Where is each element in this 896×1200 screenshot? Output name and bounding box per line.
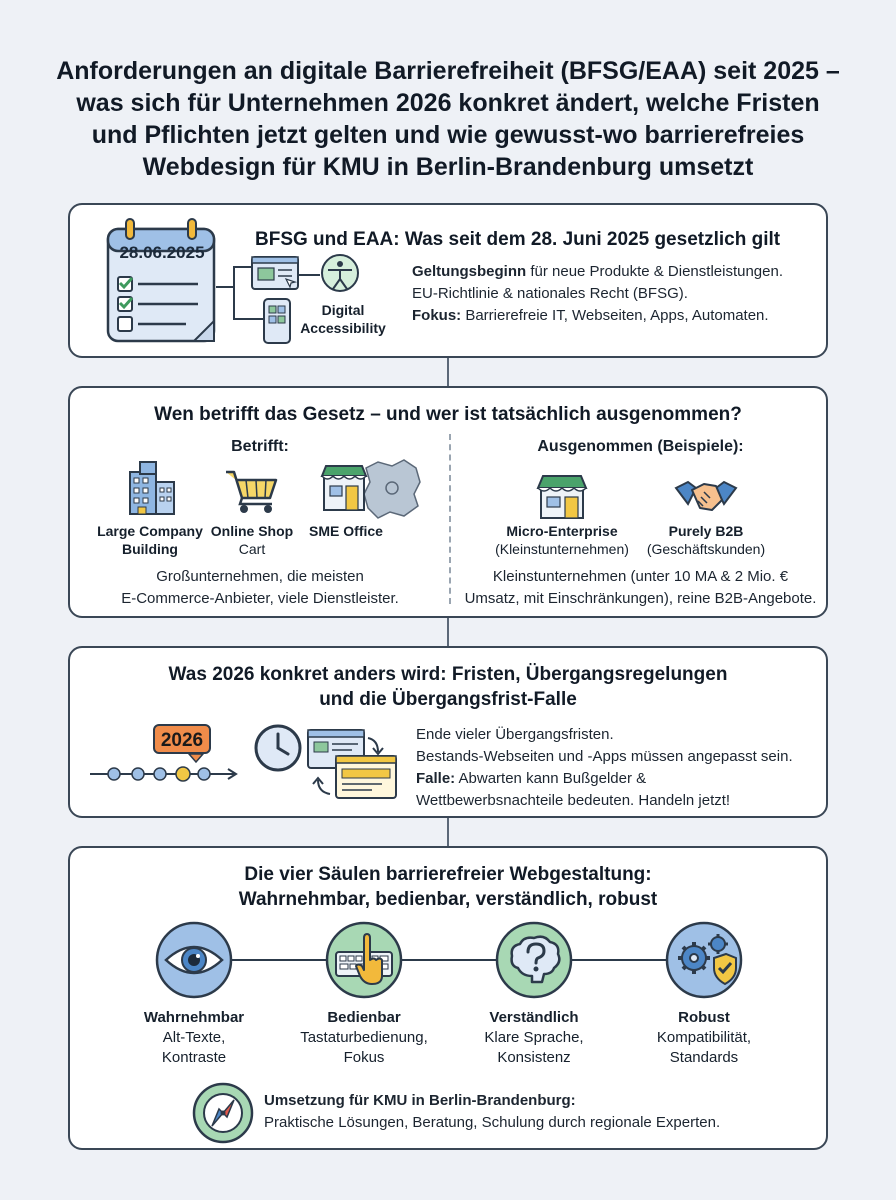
affected-description: Großunternehmen, die meisten E-Commerce-… bbox=[121, 568, 399, 607]
section-scope: Wen betrifft das Gesetz – und wer ist ta… bbox=[68, 386, 828, 618]
affected-item-sme-office: SME Office bbox=[309, 523, 383, 539]
cart-icon bbox=[226, 470, 278, 513]
connector-line bbox=[447, 618, 449, 646]
storefront-icon bbox=[536, 475, 588, 519]
section3-title: Was 2026 konkret anders wird: Fristen, Ü… bbox=[168, 664, 728, 710]
handshake-icon bbox=[674, 480, 738, 511]
brain-question-icon bbox=[495, 921, 573, 999]
affected-item-large-company: Large Company Building bbox=[97, 523, 203, 557]
digital-accessibility-label: Digital Accessibility bbox=[300, 302, 386, 336]
eye-icon bbox=[155, 921, 233, 999]
device-tree-icon bbox=[216, 254, 359, 344]
section1-title: BFSG und EAA: Was seit dem 28. Juni 2025… bbox=[255, 229, 781, 250]
compass-icon bbox=[192, 1082, 254, 1144]
affected-item-online-shop: Online Shop Cart bbox=[210, 523, 294, 557]
calendar-date: 28.06.2025 bbox=[119, 243, 205, 262]
timeline-icon bbox=[90, 753, 238, 782]
shop-map-icon bbox=[320, 459, 421, 519]
affected-heading: Betrifft: bbox=[231, 438, 289, 455]
section-four-pillars: Die vier Säulen barrierefreier Webgestal… bbox=[68, 846, 828, 1150]
section4-footer: Umsetzung für KMU in Berlin-Brandenburg:… bbox=[264, 1092, 721, 1131]
section2-title: Wen betrifft das Gesetz – und wer ist ta… bbox=[154, 404, 742, 425]
section-2026-changes: Was 2026 konkret anders wird: Fristen, Ü… bbox=[68, 646, 828, 818]
keyboard-icon bbox=[325, 921, 403, 999]
building-icon bbox=[129, 461, 175, 515]
exempt-item-purely-b2b: Purely B2B (Geschäftskunden) bbox=[646, 523, 766, 557]
connector-line bbox=[447, 358, 449, 388]
pillar-connector bbox=[194, 959, 700, 961]
section2-divider bbox=[449, 434, 451, 604]
exempt-description: Kleinstunternehmen (unter 10 MA & 2 Mio.… bbox=[464, 568, 817, 607]
year-badge: 2026 bbox=[153, 724, 211, 754]
pillar-bedienbar: Bedienbar Tastaturbedienung, Fokus bbox=[300, 1009, 428, 1066]
calendar-icon bbox=[106, 218, 216, 343]
pillar-robust: Robust Kompatibilität, Standards bbox=[656, 1009, 752, 1066]
pillar-verstaendlich: Verständlich Klare Sprache, Konsistenz bbox=[484, 1009, 584, 1066]
clock-update-icon bbox=[254, 724, 397, 799]
section1-text: Geltungsbeginn für neue Produkte & Diens… bbox=[412, 263, 783, 324]
exempt-item-micro-enterprise: Micro-Enterprise (Kleinstunternehmen) bbox=[495, 523, 629, 557]
section3-text: Ende vieler Übergangsfristen. Bestands-W… bbox=[416, 726, 793, 809]
connector-line bbox=[447, 818, 449, 846]
gear-shield-icon bbox=[665, 921, 743, 999]
page-title: Anforderungen an digitale Barrierefreihe… bbox=[56, 57, 840, 181]
pillar-wahrnehmbar: Wahrnehmbar Alt-Texte, Kontraste bbox=[143, 1009, 245, 1066]
section4-title: Die vier Säulen barrierefreier Webgestal… bbox=[238, 864, 658, 910]
section-bfsg-eaa: 28.06.2025 Digital Accessibility BFSG un… bbox=[68, 203, 828, 358]
exempt-heading: Ausgenommen (Beispiele): bbox=[537, 438, 744, 455]
